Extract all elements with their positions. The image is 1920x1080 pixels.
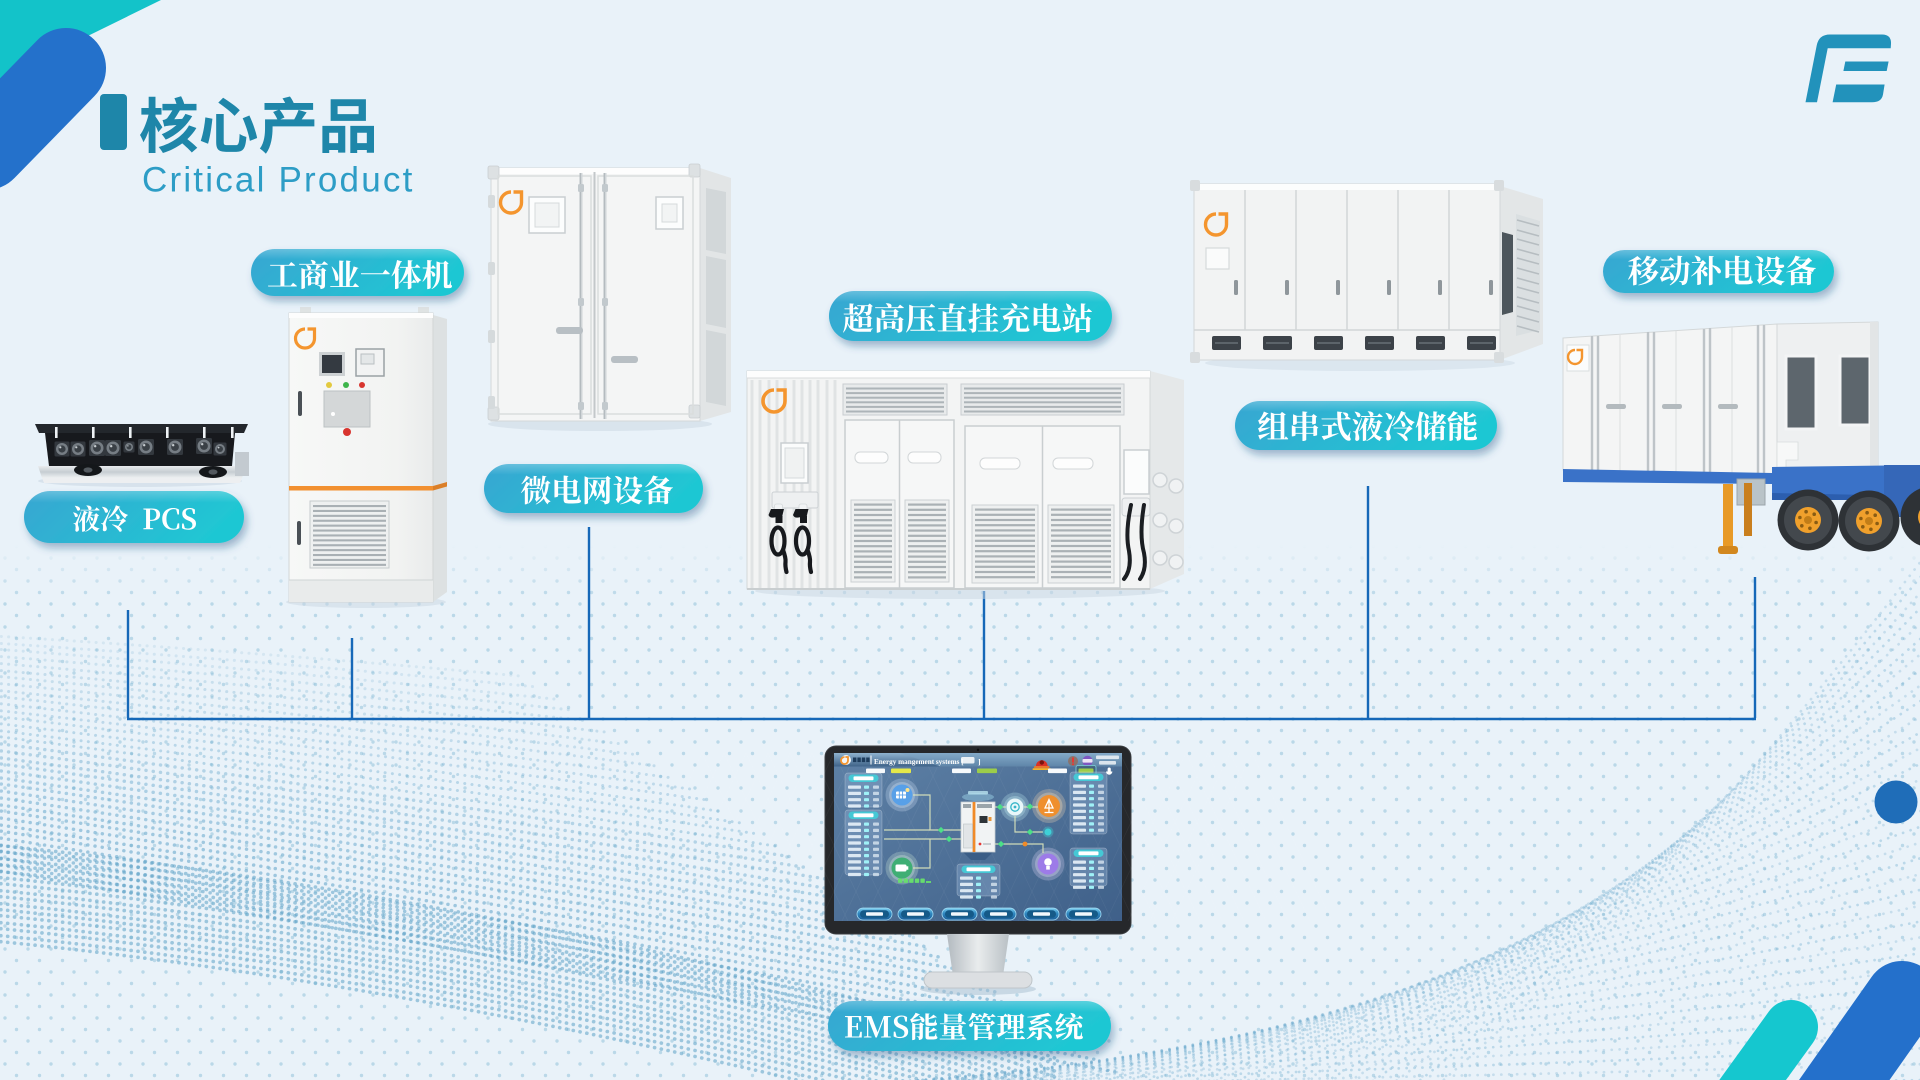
- svg-text:Energy mangement systems [: Energy mangement systems [: [874, 758, 964, 766]
- svg-text:]: ]: [978, 757, 981, 766]
- svg-text:Critical Product: Critical Product: [142, 161, 415, 200]
